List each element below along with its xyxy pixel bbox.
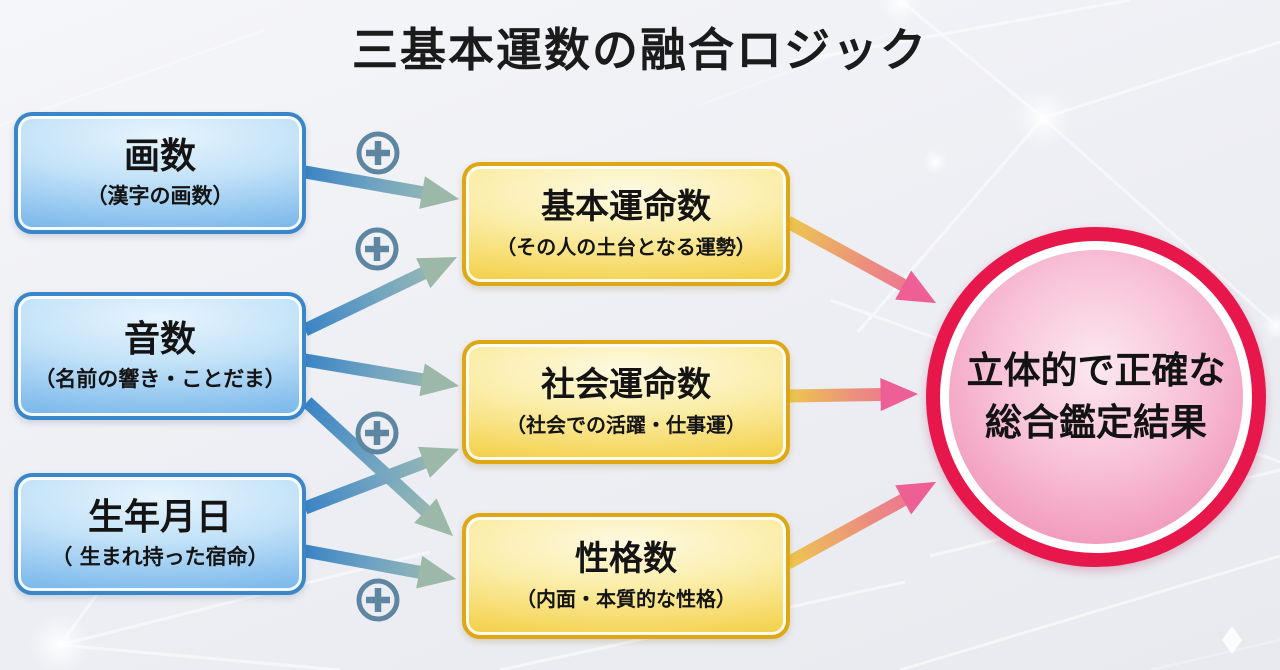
plus-circle-icon <box>355 130 401 176</box>
plus-circle-icon <box>354 410 400 456</box>
arrow-onsu-to-kihon <box>302 256 458 336</box>
derived-sublabel: （内面・本質的な性格） <box>516 586 736 611</box>
arrow-seinengappi-to-seikaku <box>303 544 457 589</box>
plus-circle-icon <box>354 226 400 272</box>
source-sublabel: （漢字の画数） <box>86 184 234 209</box>
source-box-sound-count: 音数 （名前の響き・ことだま） <box>14 292 306 420</box>
derived-label: 基本運命数 <box>541 187 711 228</box>
arrow-seikaku-to-result <box>784 481 937 569</box>
source-box-stroke-count: 画数 （漢字の画数） <box>14 112 306 234</box>
arrow-kihon-to-result <box>784 216 937 304</box>
arrow-onsu-to-shakai <box>303 353 460 397</box>
arrow-kakusu-to-kihon <box>303 165 460 209</box>
result-text-line1: 立体的で正確な <box>966 349 1226 393</box>
derived-box-basic-destiny: 基本運命数 （その人の土台となる運勢） <box>462 162 790 286</box>
source-label: 音数 <box>123 318 196 360</box>
result-circle: 立体的で正確な 総合鑑定結果 <box>926 227 1266 567</box>
derived-box-personality: 性格数 （内面・本質的な性格） <box>462 513 790 639</box>
derived-label: 社会運命数 <box>541 365 711 406</box>
source-label: 画数 <box>123 135 196 177</box>
page-title: 三基本運数の融合ロジック <box>352 23 928 77</box>
plus-circle-icon <box>355 577 401 623</box>
result-text-line2: 総合鑑定結果 <box>985 401 1207 444</box>
arrow-seinengappi-to-shakai <box>302 446 460 515</box>
source-label: 生年月日 <box>87 496 232 538</box>
source-sublabel: （ 生まれ持った宿命） <box>51 545 269 570</box>
source-sublabel: （名前の響き・ことだま） <box>34 367 286 392</box>
arrow-shakai-to-result <box>787 377 919 412</box>
derived-sublabel: （その人の土台となる運勢） <box>496 234 756 259</box>
derived-sublabel: （社会での活躍・仕事運） <box>506 412 746 437</box>
derived-label: 性格数 <box>575 539 677 580</box>
source-box-birthdate: 生年月日 （ 生まれ持った宿命） <box>14 473 306 595</box>
derived-box-social-destiny: 社会運命数 （社会での活躍・仕事運） <box>462 340 790 464</box>
arrow-onsu-to-seikaku <box>302 397 454 537</box>
